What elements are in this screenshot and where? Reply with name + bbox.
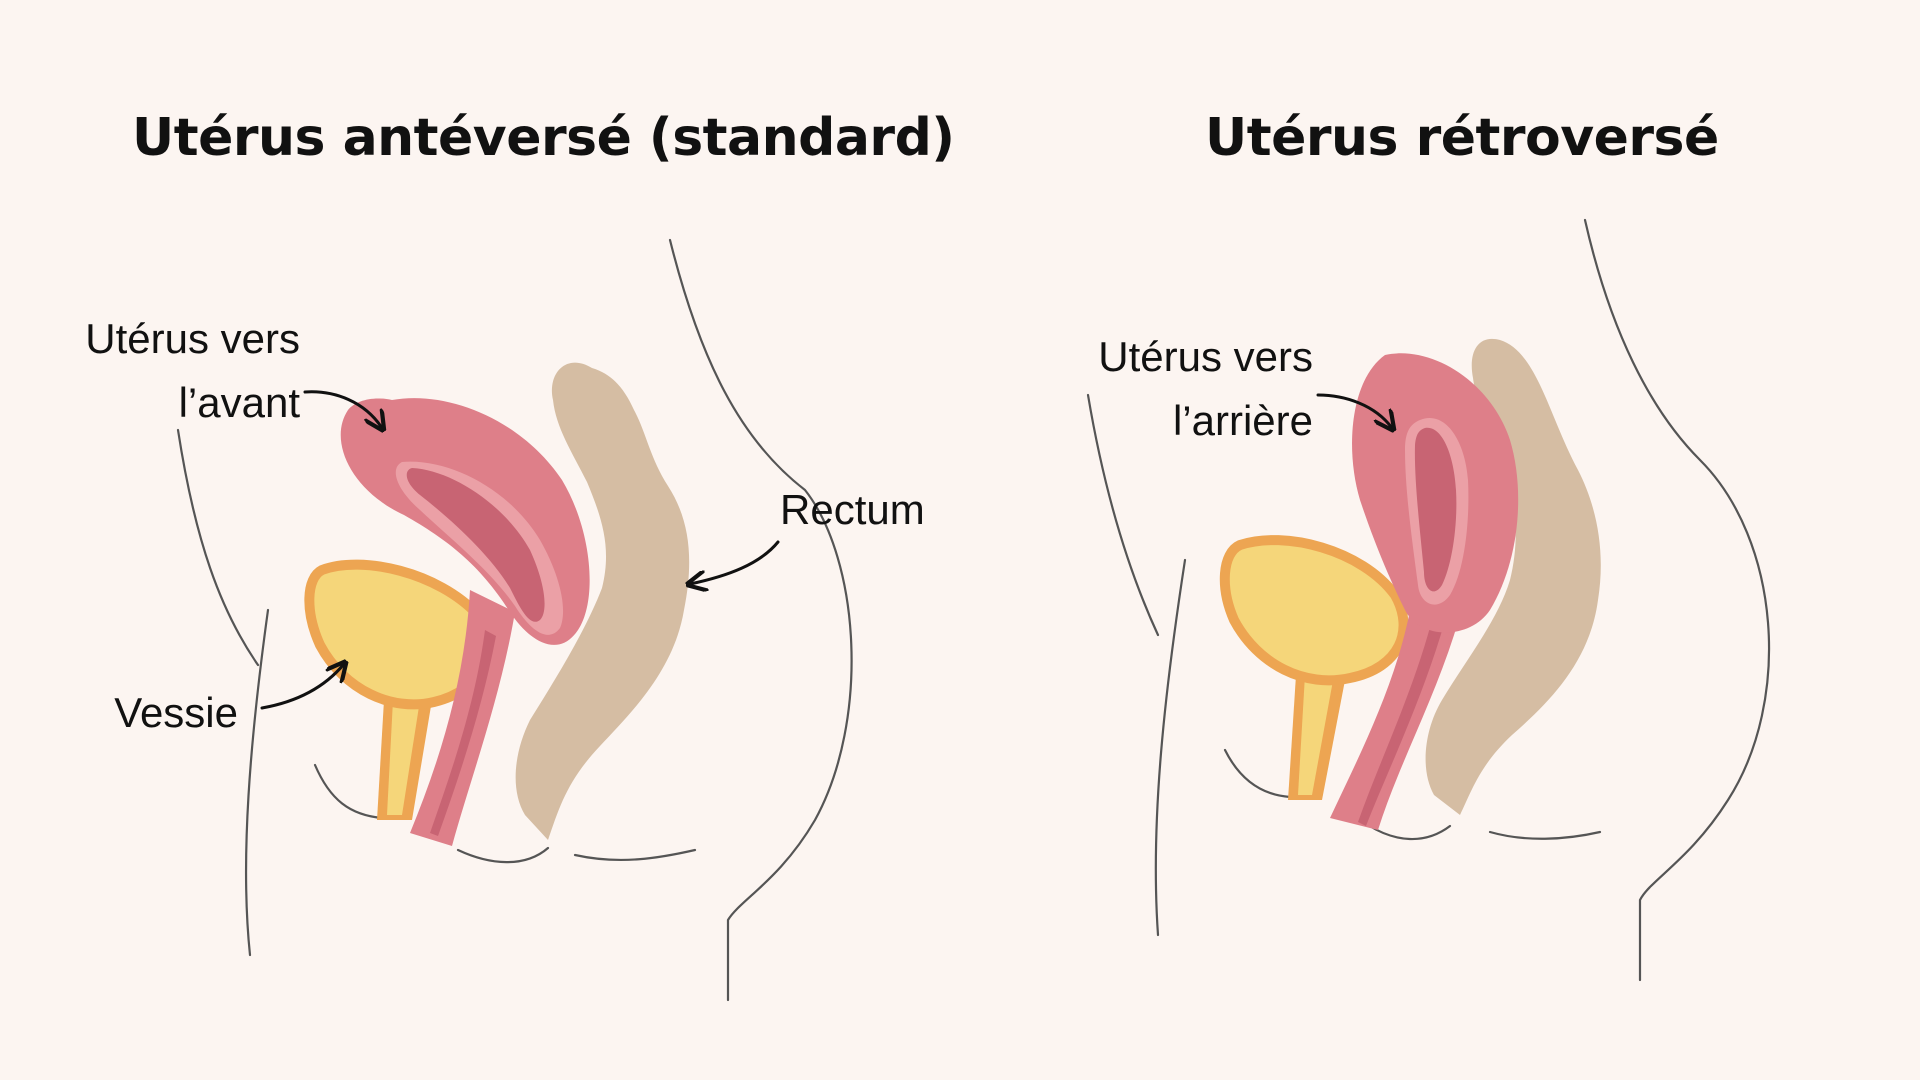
label-bladder: Vessie: [114, 689, 238, 736]
rectum-right: [1425, 338, 1601, 815]
uterus-left: [340, 398, 590, 846]
arrow-uterus-left: [303, 390, 382, 428]
title-anteverted: Utérus antéversé (standard): [132, 108, 955, 168]
arrow-bladder-left: [260, 664, 344, 710]
label-uterus-backward-line2: l’arrière: [1172, 397, 1313, 444]
arrow-rectum-left: [690, 540, 780, 584]
label-uterus-backward-line1: Utérus vers: [1098, 333, 1313, 380]
arrows-right: [1316, 393, 1392, 428]
label-uterus-forward-line2: l’avant: [178, 379, 300, 426]
body-outline-left: [176, 238, 853, 1002]
panel-retroverted: [1086, 218, 1771, 982]
label-uterus-forward-line1: Utérus vers: [85, 315, 300, 362]
arrows-left: [260, 390, 780, 710]
body-outline-right: [1086, 218, 1771, 982]
label-rectum: Rectum: [780, 486, 925, 533]
arrow-uterus-right: [1316, 393, 1392, 428]
rectum-left: [515, 362, 690, 840]
panel-anteverted: [176, 238, 853, 1002]
title-retroverted: Utérus rétroversé: [1205, 108, 1719, 168]
bladder-right: [1219, 535, 1409, 800]
bladder-left: [304, 559, 494, 820]
